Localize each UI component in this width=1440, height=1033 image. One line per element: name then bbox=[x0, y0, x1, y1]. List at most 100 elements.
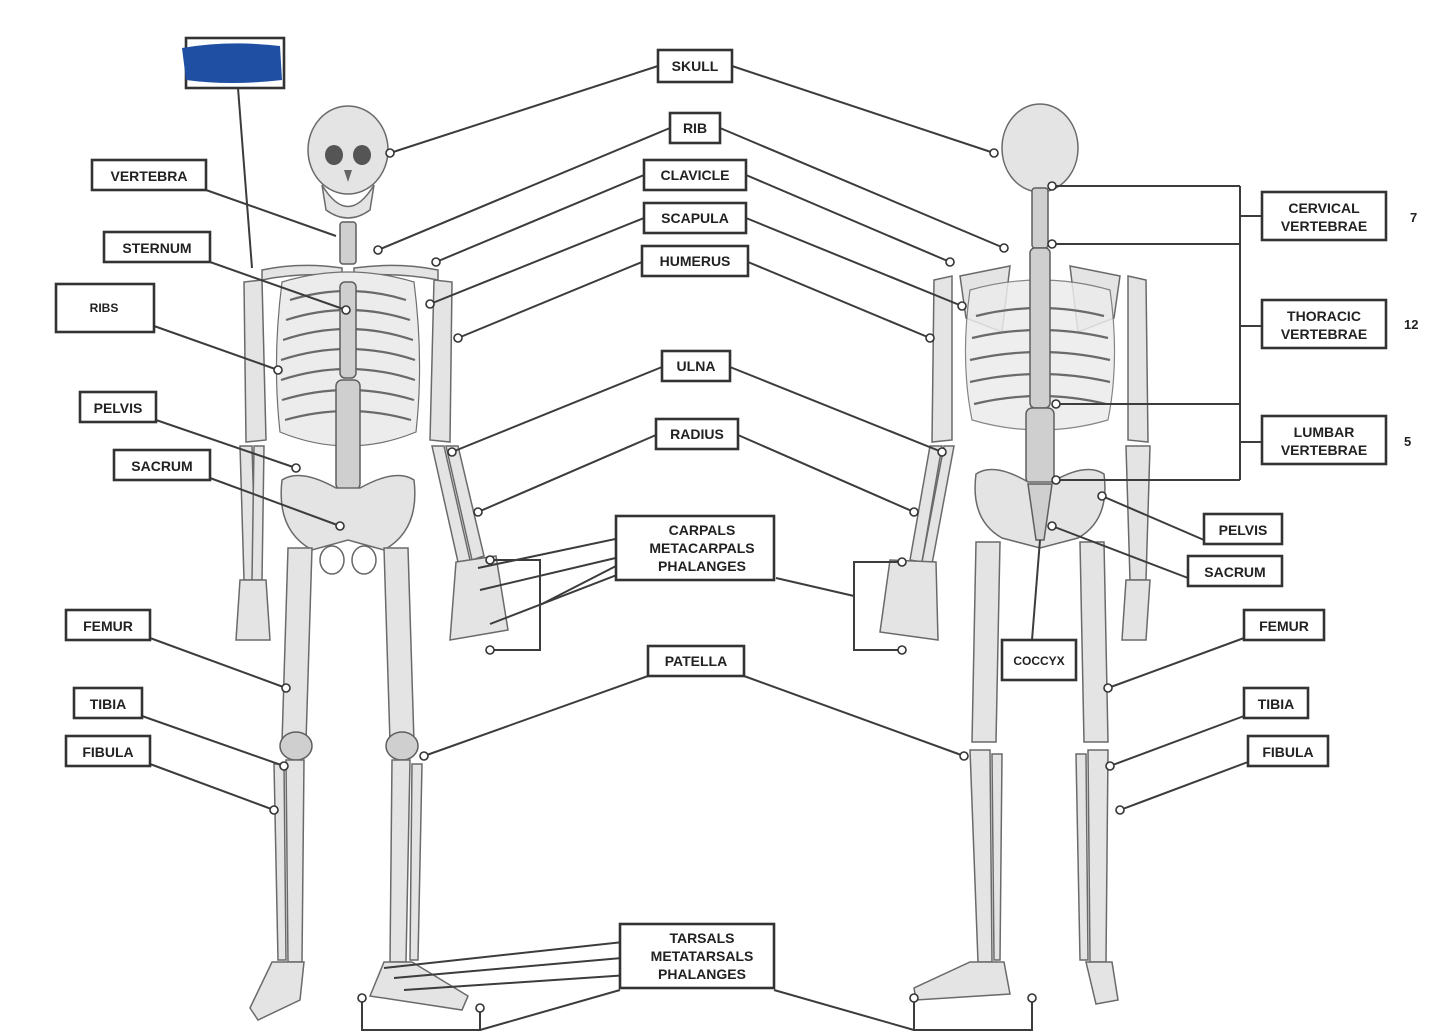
back-cervical-spine bbox=[1031, 187, 1049, 249]
label-sacrum-right-text: SACRUM bbox=[1204, 564, 1265, 580]
dot-tibia-right bbox=[1105, 761, 1115, 771]
label-skull-box bbox=[656, 48, 734, 84]
label-vertebra-box bbox=[90, 158, 208, 192]
label-pelvis-right-text: PELVIS bbox=[1219, 522, 1268, 538]
dot-humerus-front bbox=[453, 333, 463, 343]
leader-foot-phalanges bbox=[403, 973, 645, 991]
back-fibula-right bbox=[1075, 753, 1089, 961]
back-hand-left bbox=[879, 559, 939, 641]
leader-scapula-front bbox=[429, 217, 645, 305]
leader-radius-front bbox=[477, 434, 657, 513]
dot-ulna-back bbox=[937, 447, 947, 457]
label-sacrum-right: SACRUM bbox=[1186, 554, 1284, 588]
dot-back-foot-b bbox=[1027, 993, 1037, 1003]
front-hand-left bbox=[235, 579, 271, 641]
dot-fibula-left bbox=[269, 805, 279, 815]
label-coccyx-text: COCCYX bbox=[1013, 654, 1064, 668]
label-rib-box bbox=[668, 111, 722, 145]
dot-scapula-back bbox=[957, 301, 967, 311]
leader-femur-right bbox=[1107, 637, 1245, 689]
label-pelvis-right-box bbox=[1202, 512, 1284, 546]
front-obturator-right bbox=[351, 545, 377, 575]
label-humerus-text: HUMERUS bbox=[660, 253, 731, 269]
label-sacrum-left-box bbox=[112, 448, 212, 482]
dot-radius-front bbox=[473, 507, 483, 517]
label-fibula-left-text: FIBULA bbox=[82, 744, 133, 760]
label-cervical-line2: VERTEBRAE bbox=[1281, 218, 1367, 234]
dot-ribs bbox=[273, 365, 283, 375]
label-carpals-text: CARPALS bbox=[669, 522, 736, 538]
label-ulna: ULNA bbox=[660, 349, 732, 383]
leader-pelvis-left bbox=[155, 419, 297, 469]
label-pelvis-left-box bbox=[78, 390, 158, 424]
label-sacrum-left-text: SACRUM bbox=[131, 458, 192, 474]
label-femur-left: FEMUR bbox=[64, 608, 152, 642]
leader-skull-back bbox=[731, 65, 995, 154]
back-fibula-left bbox=[991, 753, 1003, 961]
front-jaw bbox=[321, 184, 375, 219]
leader-clavicle-front bbox=[435, 174, 645, 263]
front-fibula-right bbox=[409, 763, 423, 961]
label-lumbar-box bbox=[1260, 414, 1388, 466]
front-eye-socket-right bbox=[353, 145, 371, 165]
leader-bracket-front-foot bbox=[479, 989, 621, 1031]
dot-back-hand-bottom bbox=[897, 645, 907, 655]
label-cervical-line1: CERVICAL bbox=[1288, 200, 1360, 216]
leader-tarsals bbox=[383, 937, 661, 969]
dot-rib-back bbox=[999, 243, 1009, 253]
leader-bracket-back-hand bbox=[775, 577, 855, 597]
dot-front-foot-b bbox=[475, 1003, 485, 1013]
dot-cervical-top bbox=[1047, 181, 1057, 191]
label-cervical-box bbox=[1260, 190, 1388, 242]
label-sacrum-right-box bbox=[1186, 554, 1284, 588]
label-fibula-right-box bbox=[1246, 734, 1330, 768]
leader-rib-back bbox=[719, 127, 1005, 249]
leader-bracket-front-hand bbox=[539, 565, 617, 606]
label-cervical-vertebrae: CERVICAL VERTEBRAE bbox=[1260, 190, 1388, 242]
front-patella-right bbox=[385, 731, 419, 761]
dot-pelvis-right bbox=[1097, 491, 1107, 501]
leader-patella-front bbox=[423, 675, 649, 757]
leader-patella-back bbox=[743, 675, 965, 757]
dot-thoracic-bottom bbox=[1051, 399, 1061, 409]
leader-metatarsals bbox=[393, 955, 645, 979]
front-foot-left bbox=[249, 961, 305, 1021]
label-scapula: SCAPULA bbox=[642, 201, 748, 235]
front-foot-right bbox=[368, 961, 469, 1011]
label-fibula-right-text: FIBULA bbox=[1262, 744, 1313, 760]
dot-lumbar-bottom bbox=[1051, 475, 1061, 485]
label-vertebra-text: VERTEBRA bbox=[110, 168, 187, 184]
dot-sternum bbox=[341, 305, 351, 315]
label-thoracic-line1: THORACIC bbox=[1287, 308, 1361, 324]
back-femur-right bbox=[1079, 541, 1109, 743]
dot-tibia-left bbox=[279, 761, 289, 771]
leader-humerus-front bbox=[457, 261, 643, 339]
back-humerus-right bbox=[1127, 275, 1149, 443]
labels: SKULL RIB CLAVICLE SCAPULA HUMERUS ULNA … bbox=[54, 36, 1418, 990]
dot-scapula-front bbox=[425, 299, 435, 309]
label-fibula-right: FIBULA bbox=[1246, 734, 1330, 768]
front-tibia-right bbox=[389, 759, 411, 963]
label-tibia-left: TIBIA bbox=[72, 686, 144, 720]
label-patella: PATELLA bbox=[646, 644, 746, 678]
back-hand-right bbox=[1121, 579, 1151, 641]
back-lumbar-spine bbox=[1025, 407, 1055, 485]
front-ulna-right bbox=[445, 445, 485, 561]
label-tibia-right-text: TIBIA bbox=[1258, 696, 1295, 712]
label-lumbar-line2: VERTEBRAE bbox=[1281, 442, 1367, 458]
front-nasal-cavity bbox=[344, 170, 352, 182]
dot-ulna-front bbox=[447, 447, 457, 457]
front-hand-right bbox=[449, 555, 509, 641]
front-patella-left bbox=[279, 731, 313, 761]
front-femur-right bbox=[383, 547, 415, 743]
front-sternum bbox=[339, 281, 357, 379]
label-ribs-box bbox=[54, 282, 156, 334]
label-skull: SKULL bbox=[656, 48, 734, 84]
label-metacarpals-text: METACARPALS bbox=[649, 540, 754, 556]
label-radius: RADIUS bbox=[654, 417, 740, 451]
leader-ulna-back bbox=[729, 366, 943, 453]
leader-tibia-right bbox=[1109, 715, 1245, 767]
front-tibia-left bbox=[285, 759, 305, 963]
redacted-label bbox=[182, 36, 286, 90]
